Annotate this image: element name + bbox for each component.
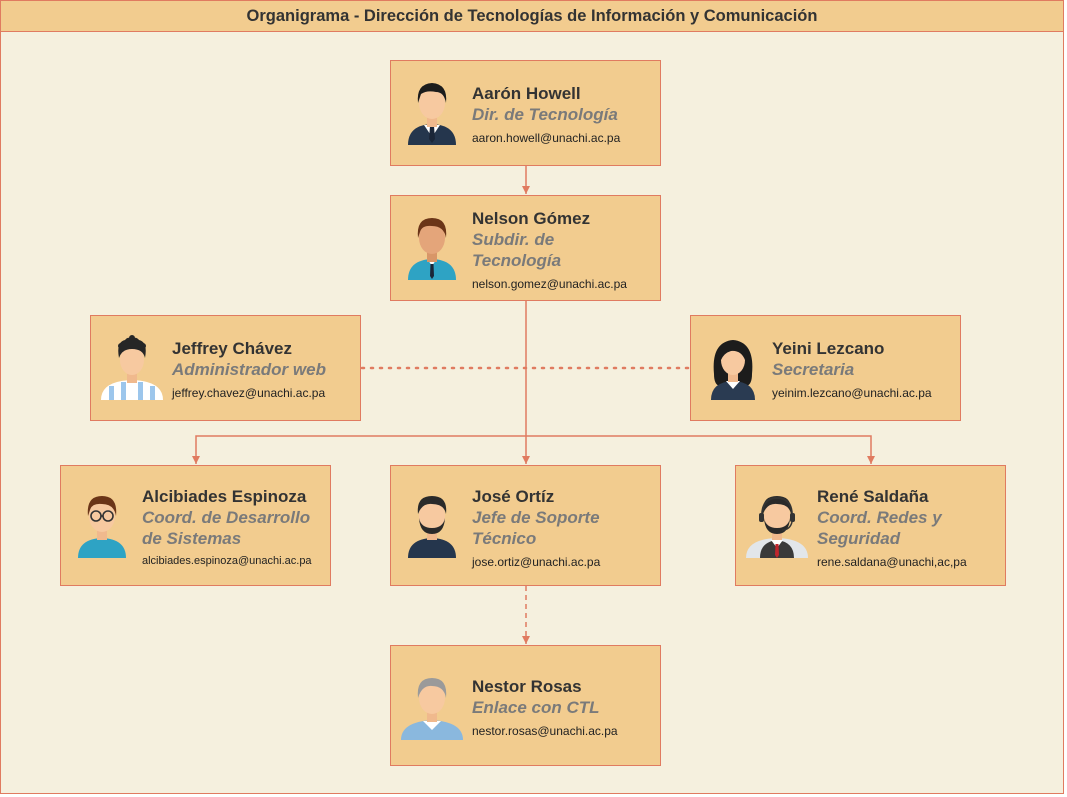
card-yeini-lezcano: Yeini Lezcano Secretaria yeinim.lezcano@… bbox=[690, 315, 961, 421]
person-email[interactable]: alcibiades.espinoza@unachi.ac.pa bbox=[142, 555, 312, 567]
person-role: Coord. de Desarrollo de Sistemas bbox=[142, 508, 311, 548]
person-email[interactable]: yeinim.lezcano@unachi.ac.pa bbox=[772, 386, 932, 400]
businessman-avatar-icon bbox=[406, 79, 458, 145]
person-email[interactable]: jeffrey.chavez@unachi.ac.pa bbox=[172, 386, 326, 400]
person-role: Administrador web bbox=[172, 360, 326, 379]
person-role: Enlace con CTL bbox=[472, 698, 600, 717]
person-name: Alcibiades Espinoza bbox=[142, 487, 307, 506]
person-name: Aarón Howell bbox=[472, 84, 581, 103]
person-email[interactable]: jose.ortiz@unachi.ac.pa bbox=[472, 555, 601, 569]
person-role: Jefe de Soporte Técnico bbox=[472, 508, 600, 548]
connector-to-alcibiades bbox=[192, 435, 526, 464]
card-rene-saldana: René Saldaña Coord. Redes y Seguridad re… bbox=[735, 465, 1006, 586]
card-jeffrey-chavez: Jeffrey Chávez Administrador web jeffrey… bbox=[90, 315, 361, 421]
card-nestor-rosas: Nestor Rosas Enlace con CTL nestor.rosas… bbox=[390, 645, 661, 766]
glasses-man-avatar-icon bbox=[76, 492, 128, 558]
card-jose-ortiz: José Ortíz Jefe de Soporte Técnico jose.… bbox=[390, 465, 661, 586]
person-name: Jeffrey Chávez bbox=[172, 339, 293, 358]
man-avatar-icon bbox=[406, 214, 458, 280]
card-aaron-howell: Aarón Howell Dir. de Tecnología aaron.ho… bbox=[390, 60, 661, 166]
person-name: Yeini Lezcano bbox=[772, 339, 885, 358]
person-email[interactable]: aaron.howell@unachi.ac.pa bbox=[472, 131, 621, 145]
bearded-man-avatar-icon bbox=[406, 492, 458, 558]
person-name: José Ortíz bbox=[472, 487, 555, 506]
headset-man-avatar-icon bbox=[746, 492, 808, 558]
diagram-title: Organigrama - Dirección de Tecnologías d… bbox=[0, 0, 1064, 32]
person-email[interactable]: nestor.rosas@unachi.ac.pa bbox=[472, 724, 618, 738]
curly-hair-man-avatar-icon bbox=[101, 334, 163, 400]
card-alcibiades-espinoza: Alcibiades Espinoza Coord. de Desarrollo… bbox=[60, 465, 331, 586]
person-name: Nestor Rosas bbox=[472, 677, 582, 696]
card-nelson-gomez: Nelson Gómez Subdir. de Tecnología nelso… bbox=[390, 195, 661, 301]
person-name: Nelson Gómez bbox=[472, 209, 591, 228]
person-name: René Saldaña bbox=[817, 487, 929, 506]
person-email[interactable]: nelson.gomez@unachi.ac.pa bbox=[472, 277, 627, 291]
gray-hair-man-avatar-icon bbox=[401, 674, 463, 740]
connector-to-rene bbox=[526, 435, 875, 464]
woman-avatar-icon bbox=[707, 334, 759, 400]
person-role: Dir. de Tecnología bbox=[472, 105, 618, 124]
person-email[interactable]: rene.saldana@unachi,ac,pa bbox=[817, 555, 967, 569]
person-role: Coord. Redes y Seguridad bbox=[817, 508, 942, 548]
person-role: Subdir. de Tecnología bbox=[472, 230, 562, 270]
person-role: Secretaria bbox=[772, 360, 855, 379]
